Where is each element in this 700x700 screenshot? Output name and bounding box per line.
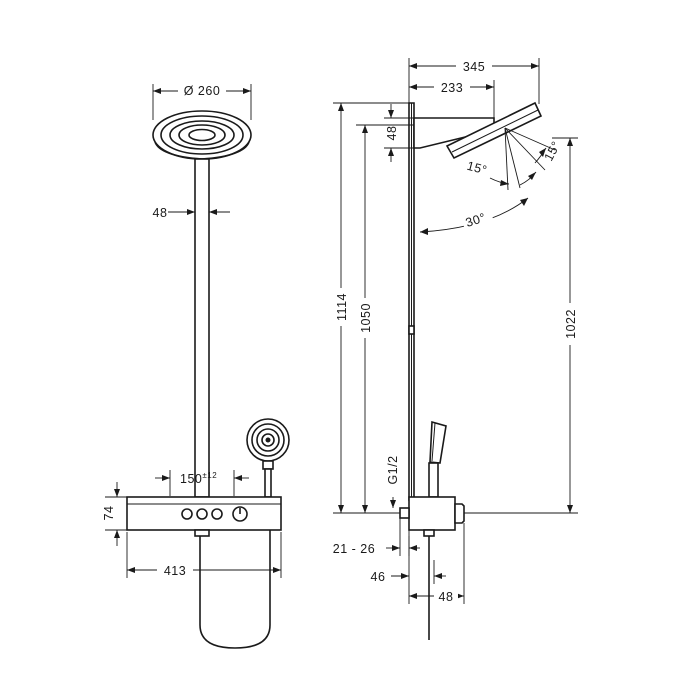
dim-diameter-260: Ø 260: [152, 82, 252, 120]
dim-label-width-413: 413: [164, 564, 186, 578]
dim-label-bottom-48: 48: [439, 590, 454, 604]
shower-hose-front: [199, 530, 271, 649]
side-view: 15° 15° 30° 345 233: [333, 58, 578, 640]
dim-spacing-150: 150±12: [155, 470, 249, 496]
dim-label-angle-30: 30°: [464, 210, 488, 230]
dim-range-21-26: 21 - 26: [333, 518, 420, 556]
dim-label-233: 233: [441, 81, 463, 95]
dim-height-1050: 1050: [356, 124, 414, 513]
front-view: Ø 260 48: [102, 82, 290, 649]
dim-46: 46: [371, 560, 446, 584]
hand-shower-side: [428, 420, 447, 498]
overhead-shower-side: [413, 101, 543, 160]
dim-label-1022: 1022: [564, 309, 578, 339]
dim-width-413: 413: [126, 532, 282, 578]
hand-shower-front: [246, 418, 290, 498]
dim-bottom-48: 48: [408, 523, 465, 604]
dim-label-pipe: 48: [153, 206, 168, 220]
dim-height-74: 74: [102, 482, 127, 546]
dim-label-head-48: 48: [385, 126, 399, 141]
dim-pipe-48: 48: [153, 206, 230, 220]
temperature-knob: [232, 506, 248, 522]
dim-label-angle-15a: 15°: [465, 159, 488, 178]
spray-angle-lines: [419, 127, 556, 235]
dim-head-48: 48: [384, 104, 414, 162]
dim-width-233: 233: [409, 79, 495, 118]
thermostat-unit-side: [399, 496, 465, 537]
shower-pipe-side: [408, 102, 415, 501]
dim-label-diameter: Ø 260: [184, 84, 221, 98]
overhead-shower-head-front: [152, 110, 252, 160]
thermostat-unit-front: [126, 496, 282, 537]
shower-pipe-front: [194, 158, 210, 498]
function-button-2: [196, 508, 208, 520]
function-button-3: [211, 508, 223, 520]
dim-thread-g12: G1/2: [386, 455, 400, 508]
dim-label-thread: G1/2: [386, 455, 400, 484]
dim-label-46: 46: [371, 570, 386, 584]
function-button-1: [181, 508, 193, 520]
dim-label-1114: 1114: [335, 293, 349, 321]
dim-label-angle-15b: 15°: [541, 139, 563, 164]
dim-label-21-26: 21 - 26: [333, 542, 375, 556]
dim-height-1114: 1114: [333, 102, 409, 514]
dim-label-1050: 1050: [359, 303, 373, 333]
dim-label-spacing: 150±12: [180, 471, 217, 486]
dim-height-1022: 1022: [464, 137, 578, 514]
dim-width-345: 345: [408, 58, 540, 104]
dim-label-345: 345: [463, 60, 485, 74]
dim-label-height-74: 74: [102, 506, 116, 521]
